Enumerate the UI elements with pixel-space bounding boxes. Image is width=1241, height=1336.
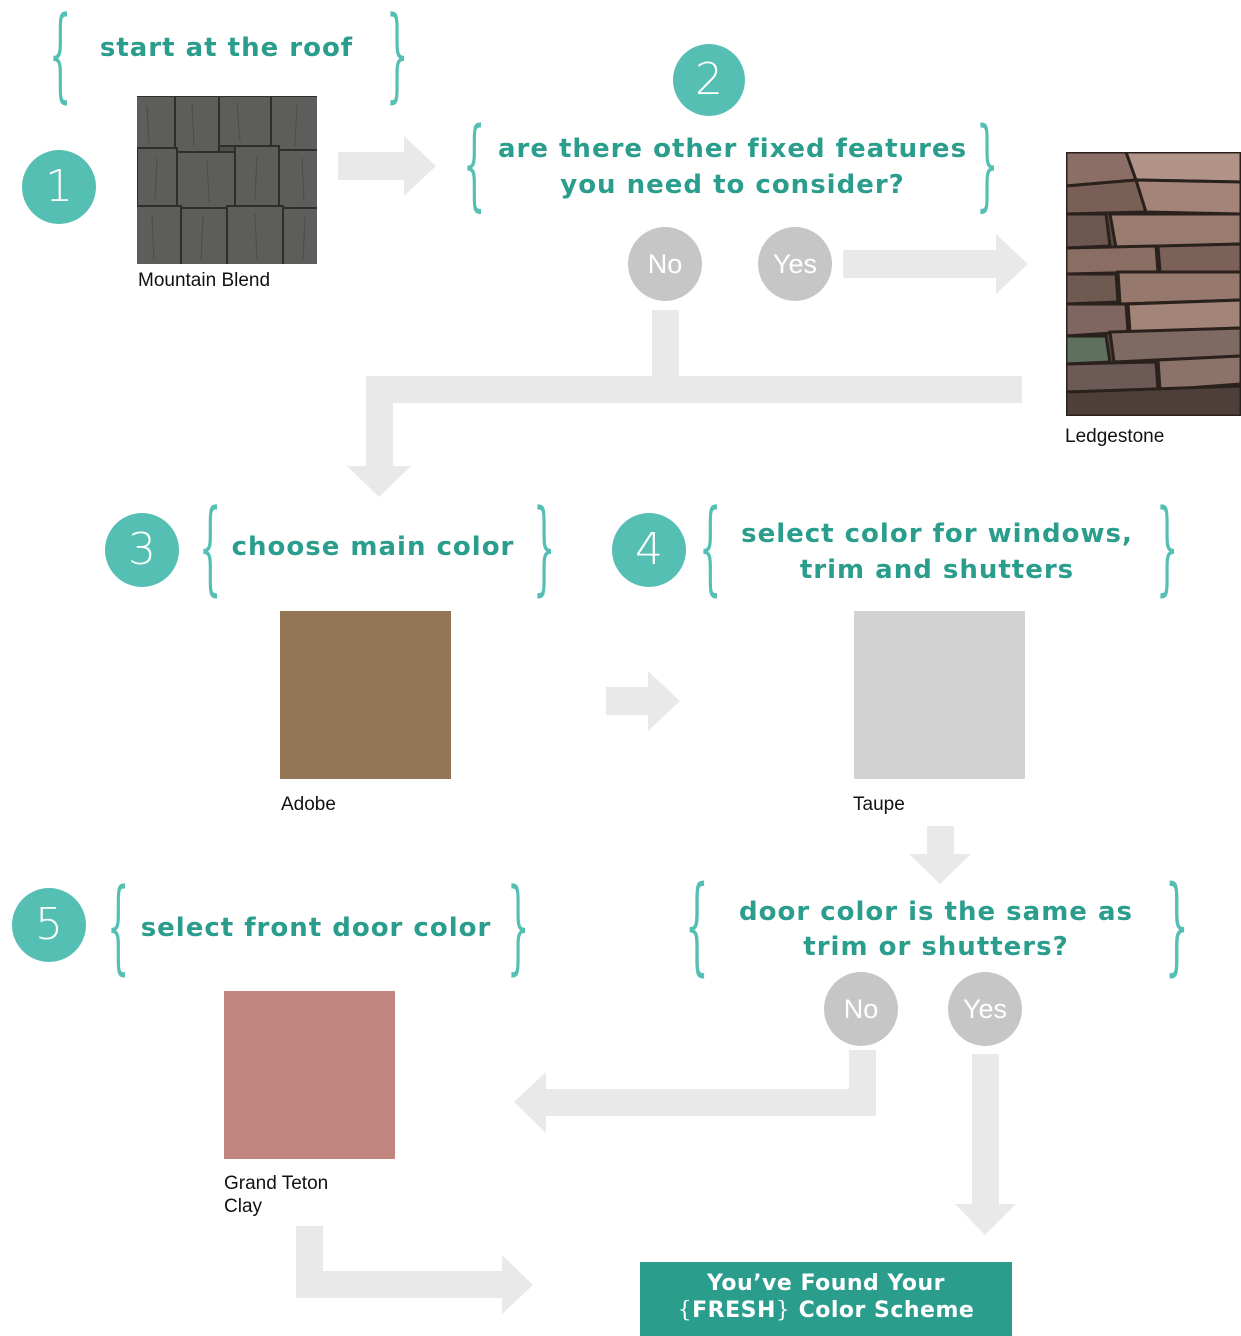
roof-swatch-label: Mountain Blend: [138, 270, 271, 291]
brace-right: }: [533, 489, 556, 608]
decision-line2: trim or shutters?: [803, 932, 1069, 962]
door-swatch-label-line2: Clay: [224, 1196, 263, 1217]
arrow-no-stem: [652, 310, 679, 378]
roof-shingle-texture-icon: [137, 96, 317, 264]
step4-heading-line1: select color for windows,: [741, 519, 1133, 549]
brace-open: {: [677, 1298, 693, 1323]
brace-left: {: [199, 489, 222, 608]
step-4-badge: 4: [612, 513, 686, 587]
answer-yes-badge: Yes: [758, 227, 832, 301]
arrow-door-right: [296, 1271, 504, 1298]
step-3-badge: 3: [105, 513, 179, 587]
brace-right: }: [507, 868, 530, 987]
step-2-badge: 2: [673, 44, 745, 116]
door-swatch-label: Grand Teton Clay: [224, 1172, 328, 1218]
step4-heading-line2: trim and shutters: [799, 555, 1075, 585]
brace-left: {: [699, 489, 722, 608]
taupe-swatch-label: Taupe: [853, 794, 905, 815]
door-swatch-label-line1: Grand Teton: [224, 1173, 329, 1194]
arrow-roof-to-q2: [338, 136, 436, 196]
fresh-label: FRESH: [692, 1298, 776, 1323]
arrow-adobe-to-taupe: [606, 671, 680, 731]
step5-heading: select front door color: [140, 913, 492, 943]
arrow-taupe-stem: [927, 826, 954, 856]
arrow-step3-head: [347, 466, 411, 497]
arrow-yes-to-ledgestone: [843, 234, 1028, 294]
taupe-swatch: [854, 611, 1025, 779]
final-line1: You’ve Found Your: [707, 1271, 945, 1296]
brace-right: }: [976, 108, 999, 223]
final-line2-rest: Color Scheme: [790, 1298, 975, 1323]
brace-right: }: [386, 0, 409, 115]
arrow-no-horizontal: [366, 376, 1022, 403]
final-result-banner: You’ve Found Your {FRESH} Color Scheme: [640, 1262, 1012, 1336]
adobe-swatch-label: Adobe: [281, 794, 336, 815]
answer-no-badge: No: [628, 227, 702, 301]
arrow-yes-drop: [972, 1054, 999, 1206]
brace-left: {: [463, 108, 486, 223]
arrow-taupe-head: [909, 854, 971, 884]
brace-left: {: [107, 868, 130, 987]
step2-heading-line2: you need to consider?: [560, 170, 905, 200]
decision-no-badge: No: [824, 972, 898, 1046]
arrow-yes-drop-head: [955, 1204, 1016, 1235]
ledgestone-label: Ledgestone: [1065, 426, 1165, 447]
arrow-no-left-head: [514, 1072, 546, 1133]
stone-texture-icon: [1066, 152, 1241, 416]
final-line2: {FRESH} Color Scheme: [640, 1297, 1012, 1324]
door-color-swatch: [224, 991, 395, 1159]
decision-line1: door color is the same as: [738, 897, 1133, 927]
step-5-badge: 5: [12, 888, 86, 962]
step2-heading-line1: are there other fixed features: [497, 134, 968, 164]
step-1-badge: 1: [22, 150, 96, 224]
arrow-step3-stem: [366, 376, 393, 468]
arrow-door-right-head: [502, 1255, 533, 1314]
adobe-swatch: [280, 611, 451, 779]
step1-heading: start at the roof: [99, 33, 354, 63]
arrow-no-left: [544, 1089, 876, 1116]
brace-left: {: [685, 864, 709, 988]
brace-close: }: [775, 1298, 791, 1323]
brace-right: }: [1165, 864, 1189, 988]
brace-right: }: [1156, 489, 1179, 608]
step3-heading: choose main color: [231, 532, 515, 562]
brace-left: {: [49, 0, 72, 115]
decision-yes-badge: Yes: [948, 972, 1022, 1046]
